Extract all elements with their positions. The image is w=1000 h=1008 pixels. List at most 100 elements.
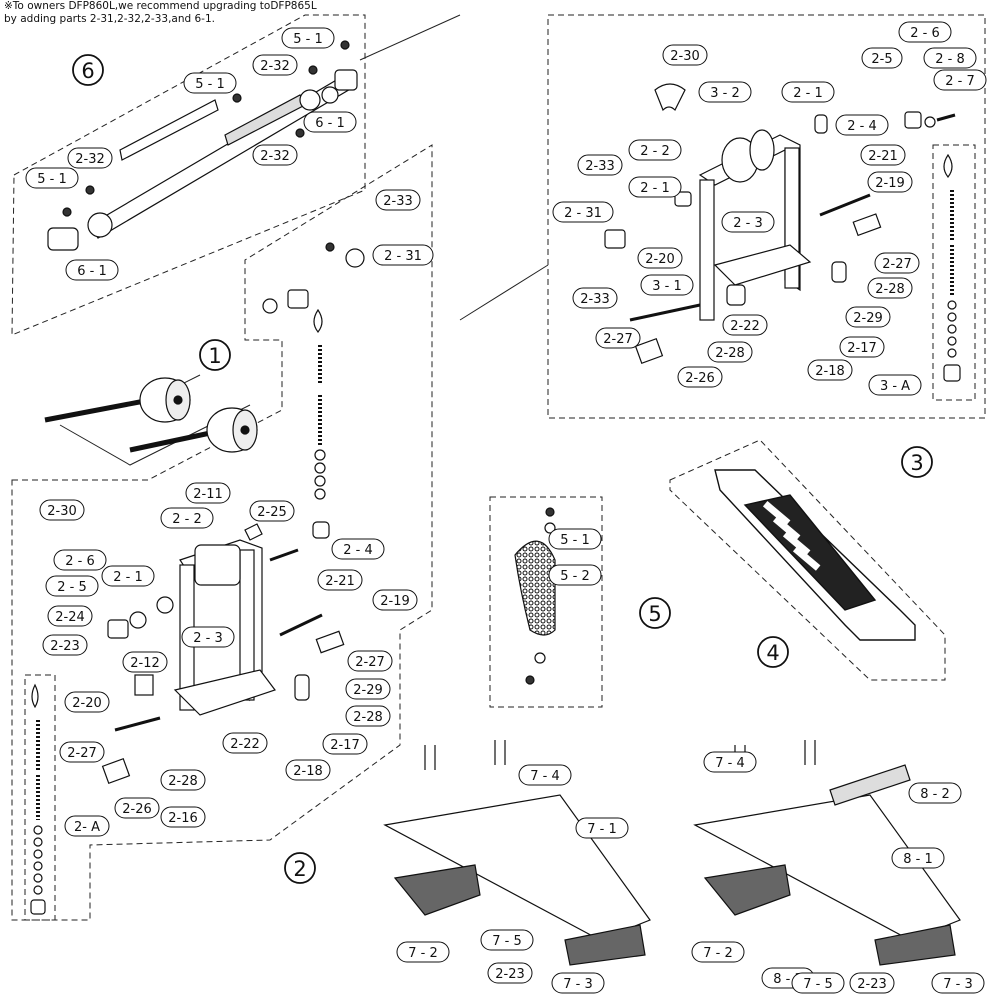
part-label-q2_33b: 2-33	[572, 287, 618, 309]
part-label-text: 2-22	[230, 737, 260, 752]
part-label-u2_23: 2-23	[849, 972, 895, 994]
part-label-text: 2-27	[603, 332, 633, 347]
part-label-t7_5: 7 - 5	[480, 929, 534, 951]
part-label-p5_1: 5 - 1	[281, 27, 335, 49]
part-label-text: 5 - 2	[560, 569, 590, 584]
part-label-text: 7 - 4	[530, 769, 560, 784]
part-label-q2_21: 2-21	[860, 144, 906, 166]
part-label-text: 2-18	[293, 764, 323, 779]
part-label-q3_1: 3 - 1	[640, 274, 694, 296]
part-label-text: 2-29	[353, 683, 383, 698]
part-label-text: 2-21	[868, 149, 898, 164]
part-label-r2_2: 2 - 2	[160, 507, 214, 529]
part-labels: 5 - 12-325 - 16 - 12-322-325 - 16 - 12-3…	[25, 21, 987, 994]
part-label-r2_28: 2-28	[345, 705, 391, 727]
part-label-text: 2 - 6	[910, 26, 940, 41]
part-label-text: 2-30	[47, 504, 77, 519]
part-label-r2_27: 2-27	[347, 650, 393, 672]
group-4-number: 4	[766, 641, 779, 665]
part-label-q2_28b: 2-28	[707, 341, 753, 363]
part-label-text: 2-28	[875, 282, 905, 297]
group-5-marker: 5	[639, 597, 671, 629]
part-label-text: 2- A	[74, 820, 100, 835]
part-label-text: 2-16	[168, 811, 198, 826]
part-label-text: 6 - 1	[77, 264, 107, 279]
part-label-text: 2-27	[355, 655, 385, 670]
part-label-p5_1b: 5 - 1	[183, 72, 237, 94]
part-label-q2_33: 2-33	[577, 154, 623, 176]
part-label-text: 2-32	[260, 59, 290, 74]
part-label-text: 3 - 1	[652, 279, 682, 294]
part-label-text: 2 - 1	[113, 570, 143, 585]
part-label-p6_1: 6 - 1	[303, 111, 357, 133]
beater-heads	[44, 377, 258, 453]
part-label-q2_27b: 2-27	[595, 327, 641, 349]
part-label-text: 2-24	[55, 610, 85, 625]
upgrade-note-line-2: by adding parts 2-31,2-32,2-33,and 6-1.	[4, 13, 215, 25]
part-label-q2_4: 2 - 4	[835, 114, 889, 136]
part-label-r2_33: 2-33	[375, 189, 421, 211]
part-label-text: 2-26	[685, 371, 715, 386]
part-label-u7_5: 7 - 5	[791, 972, 845, 994]
part-label-text: 7 - 3	[943, 977, 973, 992]
part-label-q2_29: 2-29	[845, 306, 891, 328]
part-label-text: 2-21	[325, 574, 355, 589]
part-label-text: 8 - 2	[920, 787, 950, 802]
part-label-r2_22: 2-22	[222, 732, 268, 754]
part-label-q2_6: 2 - 6	[898, 21, 952, 43]
part-label-text: 2 - 2	[640, 144, 670, 159]
part-label-q2_31: 2 - 31	[552, 201, 614, 223]
part-label-text: 2-23	[495, 967, 525, 982]
part-label-text: 2-19	[875, 176, 905, 191]
upgrade-note-line-1: ※To owners DFP860L,we recommend upgradin…	[4, 0, 317, 12]
part-label-text: 2-11	[193, 487, 223, 502]
group-4-boundary	[669, 439, 946, 681]
part-label-text: 2-18	[815, 364, 845, 379]
part-label-r2_4: 2 - 4	[331, 538, 385, 560]
part-label-r2_5: 2 - 5	[45, 575, 99, 597]
part-label-text: 2 - 3	[193, 631, 223, 646]
footboard	[714, 469, 916, 641]
group-1-number: 1	[208, 344, 221, 368]
part-label-r2_31: 2 - 31	[372, 244, 434, 266]
part-label-text: 2 - 4	[847, 119, 877, 134]
part-label-text: 2-29	[853, 311, 883, 326]
part-label-r2_21: 2-21	[317, 569, 363, 591]
part-label-text: 7 - 5	[803, 977, 833, 992]
part-label-text: 8 - 1	[903, 852, 933, 867]
part-label-text: 2-5	[871, 52, 892, 67]
part-label-text: 3 - 2	[710, 86, 740, 101]
part-label-q2_3: 2 - 3	[721, 211, 775, 233]
part-label-s5_2: 5 - 2	[548, 564, 602, 586]
part-label-q2_17: 2-17	[839, 336, 885, 358]
part-label-text: 7 - 4	[715, 756, 745, 771]
part-label-text: 2-23	[857, 977, 887, 992]
part-label-text: 2 - 2	[172, 512, 202, 527]
part-label-q2_26: 2-26	[677, 366, 723, 388]
part-label-text: 2 - 6	[65, 554, 95, 569]
part-label-u7_2: 7 - 2	[691, 941, 745, 963]
part-label-q2_8: 2 - 8	[923, 47, 977, 69]
spring-stack-2a	[30, 683, 46, 915]
part-label-text: 2 - 8	[935, 52, 965, 67]
part-label-q3_2: 3 - 2	[698, 81, 752, 103]
part-label-r2_24: 2-24	[47, 605, 93, 627]
part-label-p6_1b: 6 - 1	[65, 259, 119, 281]
part-label-p2_32: 2-32	[252, 54, 298, 76]
part-label-text: 2-17	[847, 341, 877, 356]
beater-shaft-assembly	[47, 40, 358, 251]
group-3-assembly	[604, 83, 961, 382]
part-label-text: 2-30	[670, 49, 700, 64]
part-label-text: 2-20	[72, 696, 102, 711]
part-label-text: 2-28	[715, 346, 745, 361]
part-label-text: 7 - 3	[563, 977, 593, 992]
group-5-boundary	[489, 496, 603, 708]
part-label-p5_1c: 5 - 1	[25, 167, 79, 189]
part-label-r2_11: 2-11	[185, 482, 231, 504]
part-label-q3_A: 3 - A	[868, 374, 922, 396]
part-label-q2_5: 2-5	[861, 47, 903, 69]
group-2-number: 2	[293, 857, 306, 881]
part-label-text: 2 - 31	[564, 206, 602, 221]
part-label-r2_18: 2-18	[285, 759, 331, 781]
part-label-p2_32c: 2-32	[67, 147, 113, 169]
